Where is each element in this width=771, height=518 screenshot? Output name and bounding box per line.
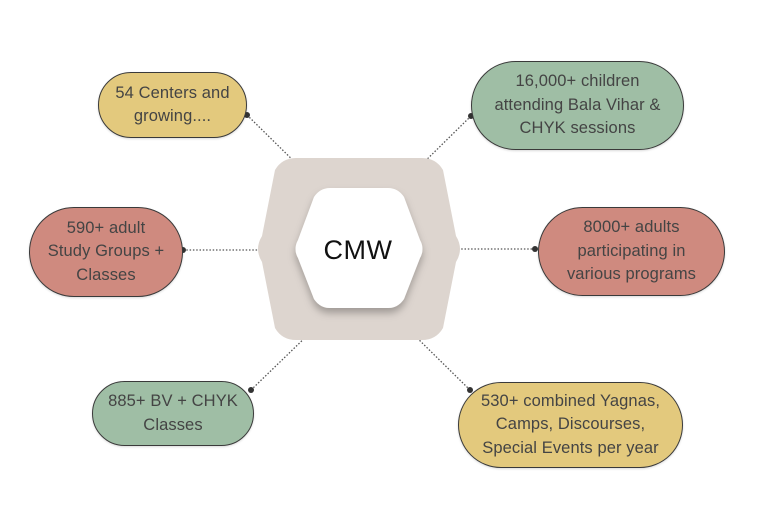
node-study-groups-text: 590+ adult Study Groups + Classes	[47, 218, 165, 284]
node-bv-classes: 885+ BV + CHYK Classes	[92, 381, 254, 446]
connector-children	[408, 115, 472, 178]
node-centers-text: 54 Centers and growing....	[115, 83, 230, 126]
connector-dot-adults	[532, 246, 538, 252]
center-label: CMW	[323, 234, 393, 265]
connector-events	[407, 328, 471, 391]
node-events: 530+ combined Yagnas, Camps, Discourses,…	[458, 382, 683, 468]
connector-bv-classes	[250, 329, 314, 391]
connectors	[180, 112, 538, 393]
node-events-text: 530+ combined Yagnas, Camps, Discourses,…	[481, 391, 660, 457]
node-centers: 54 Centers and growing....	[98, 72, 247, 138]
connector-dot-bv-classes	[248, 387, 254, 393]
connector-dot-events	[467, 387, 473, 393]
node-adults-text: 8000+ adults participating in various pr…	[566, 218, 697, 284]
inner-hexagon	[295, 188, 423, 308]
node-children: 16,000+ children attending Bala Vihar & …	[471, 61, 684, 150]
node-adults: 8000+ adults participating in various pr…	[538, 207, 725, 296]
node-bv-classes-text: 885+ BV + CHYK Classes	[108, 392, 238, 434]
node-study-groups: 590+ adult Study Groups + Classes	[29, 207, 183, 297]
node-children-text: 16,000+ children attending Bala Vihar & …	[494, 72, 661, 138]
